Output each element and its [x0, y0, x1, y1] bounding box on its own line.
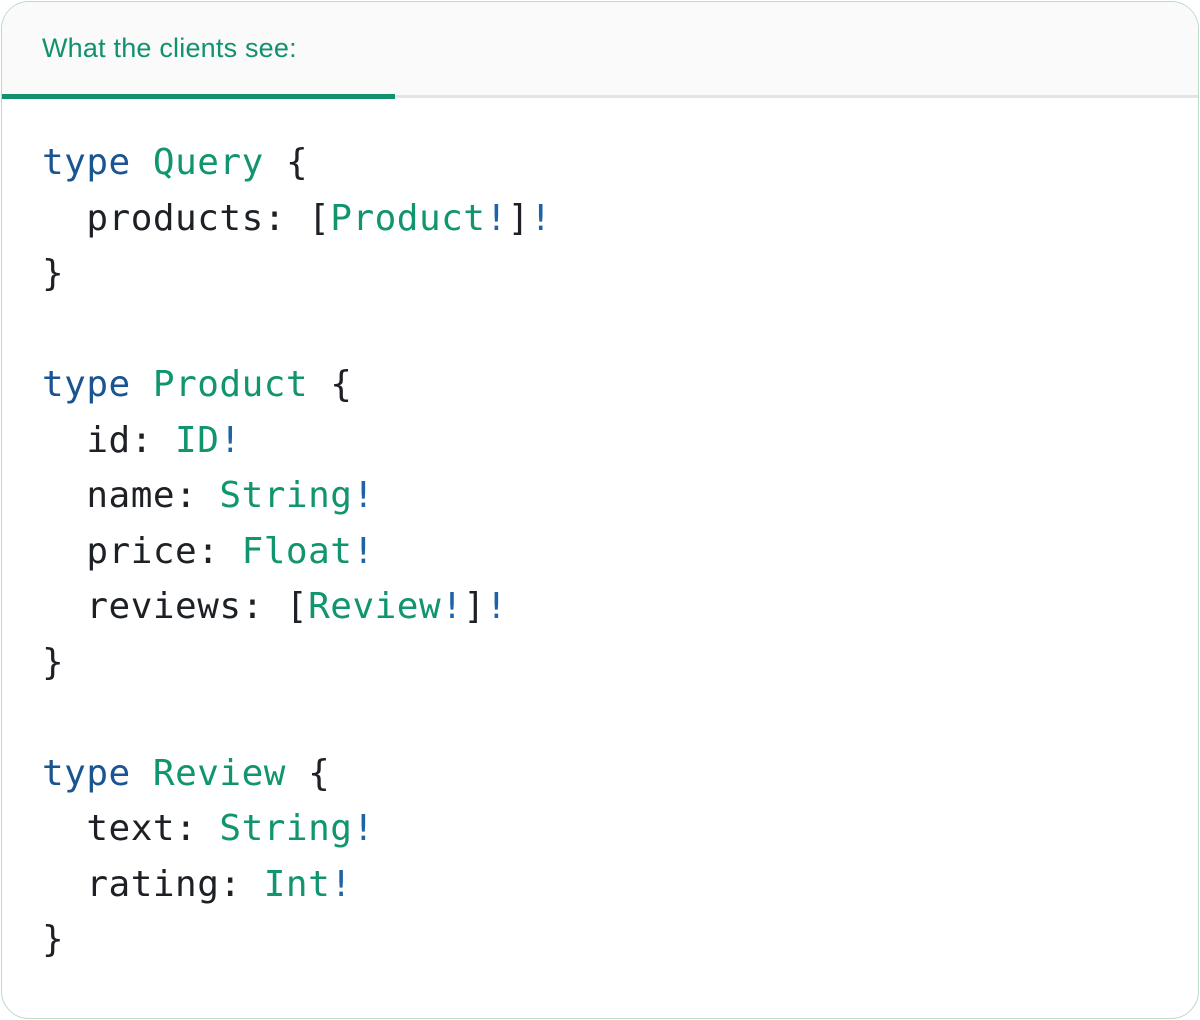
token-type: Product: [152, 364, 309, 405]
token-plain: rating:: [42, 863, 264, 905]
code-line: type Product {: [42, 357, 1158, 413]
token-type: String: [219, 808, 353, 849]
code-line: reviews: [Review!]!: [42, 579, 1158, 635]
tab-what-clients-see[interactable]: What the clients see:: [42, 33, 297, 63]
token-plain: }: [42, 919, 65, 960]
token-bang: !: [352, 475, 375, 516]
token-plain: reviews: [: [42, 586, 309, 627]
token-bang: !: [352, 808, 375, 849]
token-plain: }: [42, 253, 65, 294]
code-line: products: [Product!]!: [42, 191, 1158, 247]
code-line: }: [42, 912, 1158, 968]
token-plain: [131, 142, 153, 183]
token-plain: id:: [42, 419, 176, 461]
token-plain: products: [: [42, 197, 331, 239]
code-line-blank: [42, 302, 1158, 358]
token-plain: ]: [507, 197, 530, 239]
code-line: }: [42, 246, 1158, 302]
code-line: }: [42, 635, 1158, 691]
token-bang: !: [441, 586, 464, 627]
code-line: rating: Int!: [42, 857, 1158, 913]
token-type: String: [219, 475, 353, 516]
token-type: Query: [152, 142, 264, 183]
token-bang: !: [529, 197, 553, 239]
token-bang: !: [352, 530, 375, 572]
token-bang: !: [219, 419, 242, 461]
token-plain: ]: [463, 586, 486, 627]
token-type: Int: [263, 863, 331, 905]
token-plain: {: [285, 752, 331, 794]
token-type: Float: [241, 530, 353, 572]
token-plain: {: [308, 364, 353, 405]
token-bang: !: [485, 586, 508, 627]
token-plain: name:: [42, 475, 220, 516]
token-type: Review: [308, 586, 442, 627]
token-plain: [131, 753, 153, 794]
code-line: type Query {: [42, 135, 1158, 191]
token-type: ID: [175, 419, 220, 461]
active-tab-underline: [2, 94, 395, 99]
tab-bar: What the clients see:: [2, 2, 1198, 99]
code-line: id: ID!: [42, 413, 1158, 469]
code-line: price: Float!: [42, 524, 1158, 580]
code-line: text: String!: [42, 801, 1158, 857]
token-keyword: type: [42, 364, 131, 405]
token-type: Product: [330, 197, 486, 239]
token-plain: price:: [42, 530, 242, 572]
token-plain: [131, 364, 153, 405]
code-line-blank: [42, 690, 1158, 746]
token-plain: {: [263, 142, 309, 183]
token-plain: }: [42, 641, 65, 683]
code-line: type Review {: [42, 746, 1158, 802]
token-type: Review: [152, 752, 286, 794]
token-bang: !: [485, 197, 508, 239]
code-line: name: String!: [42, 468, 1158, 524]
token-keyword: type: [42, 142, 131, 183]
token-bang: !: [330, 863, 353, 905]
token-keyword: type: [42, 752, 131, 794]
token-plain: text:: [42, 808, 220, 849]
code-block: type Query { products: [Product!]!} type…: [2, 98, 1198, 968]
